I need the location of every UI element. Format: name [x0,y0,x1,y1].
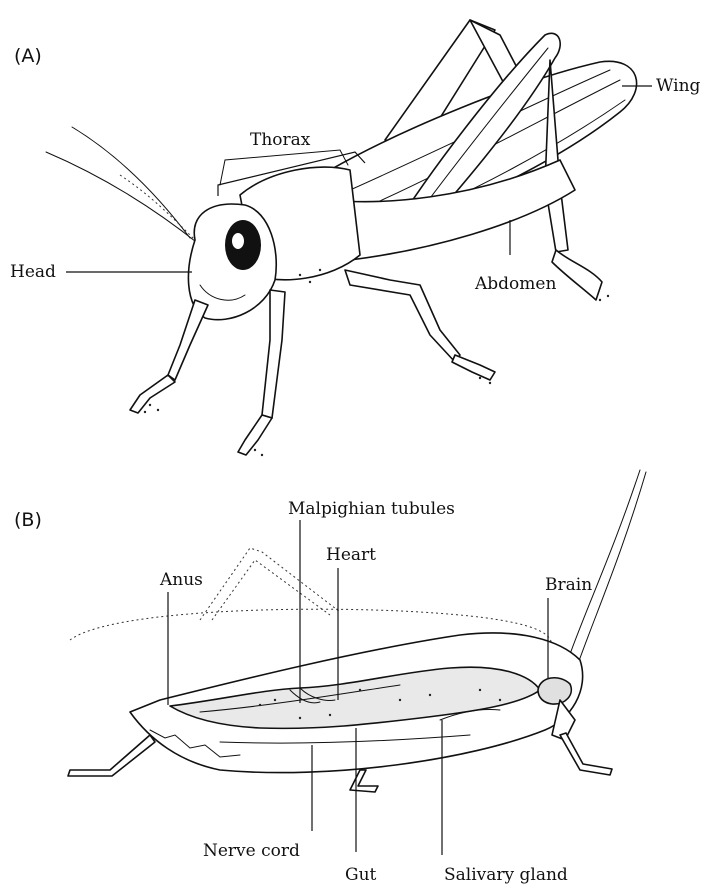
label-heart: Heart [326,545,376,565]
grasshopper-external-illustration [46,20,637,456]
label-brain: Brain [545,575,592,595]
label-nerve-cord: Nerve cord [203,841,300,861]
label-abdomen: Abdomen [474,274,556,294]
label-anus: Anus [159,570,203,590]
label-head: Head [10,262,56,282]
panel-b: (B) [14,470,646,885]
panel-a-label: (A) [14,45,42,67]
label-salivary-gland: Salivary gland [444,865,568,885]
label-wing: Wing [656,76,701,96]
panel-a: (A) [10,20,701,456]
label-thorax: Thorax [250,130,311,150]
brain [538,678,571,704]
label-gut: Gut [345,865,377,885]
panel-b-label: (B) [14,509,42,531]
label-malpighian-tubules: Malpighian tubules [288,499,455,519]
